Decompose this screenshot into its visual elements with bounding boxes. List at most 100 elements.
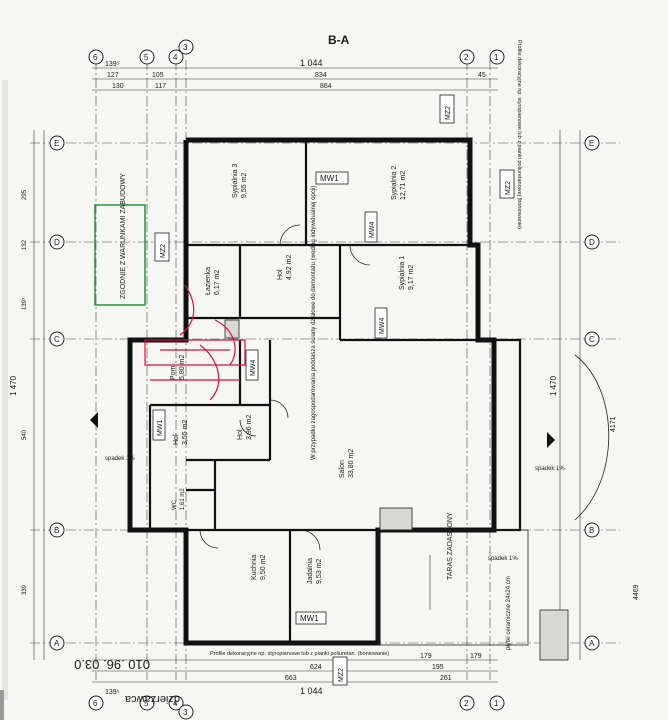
tag-mw4-1: MW4	[369, 222, 376, 238]
tag-mz2-bottom: MZ2	[338, 668, 345, 682]
handwritten-date: 010 .96. 03.0	[74, 657, 150, 672]
grid-right-B: B	[589, 526, 594, 535]
grid-left-A: A	[54, 639, 60, 648]
slope-label-2: spadek 1%	[535, 466, 565, 472]
bottom-total-dim: 1 044	[300, 686, 323, 696]
terrace	[377, 338, 609, 646]
left-dim-5: 339	[22, 584, 28, 595]
room-name-wc: WC	[172, 499, 178, 510]
room-area-wc: 1,61 m2	[180, 488, 186, 510]
grid-right-E: E	[589, 139, 594, 148]
grid-bottom-6: 6	[93, 699, 98, 708]
bottom-dimensions: 1 044 139⁵ 663 261 624 195 179 179	[92, 653, 498, 696]
room-name-hall3: Hol	[237, 429, 244, 440]
grid-left-E: E	[54, 139, 59, 148]
right-side-dim-1: 4171	[610, 416, 617, 432]
room-name-bedroom3: Sypialnia 3	[232, 164, 239, 198]
handwritten-signature: dzierżawca	[124, 693, 180, 705]
terrace-label: TARAS ZADASZONY	[447, 512, 454, 580]
left-total-dim: 1 470	[9, 375, 18, 396]
grid-bubbles-bottom: 6 5 4 3 2 1	[88, 695, 505, 720]
grid-bottom-3: 3	[183, 708, 188, 717]
room-area-bedroom2: 12,71 m2	[400, 171, 407, 200]
grid-bottom-5: 5	[144, 699, 149, 708]
door-swings	[199, 224, 371, 551]
room-area-kitchen: 9,50 m2	[260, 555, 267, 580]
room-name-dining: Jadalnia	[307, 558, 314, 584]
profile-note: Profile dekoracyjne np. styropianowe lub…	[210, 651, 389, 657]
side-dimensions: 1 470 1 470 4171 4469 295 132 139⁵ 540 3…	[9, 130, 640, 660]
room-labels: Sypialnia 3 9,55 m2 Sypialnia 2 12,71 m2…	[170, 164, 415, 584]
right-side-dim-2: 4469	[633, 584, 640, 600]
section-markers	[90, 412, 555, 448]
bottom-dim-2: 663	[285, 675, 297, 682]
notes: W przypadku zagospodarowania poddasza śc…	[105, 40, 565, 657]
grid-left-B: B	[54, 526, 59, 535]
tag-mw1-bottom: MW1	[300, 614, 319, 623]
room-area-bathroom: 6,17 m2	[214, 270, 221, 295]
top-dim-3: 127	[107, 72, 119, 79]
grid-right-A: A	[589, 639, 595, 648]
top-dim-5: 130	[112, 83, 124, 90]
room-area-bedroom1: 9,17 m2	[408, 265, 415, 290]
grid-left-D: D	[54, 238, 60, 247]
grid-bottom-4: 4	[173, 699, 178, 708]
room-area-dining: 9,53 m2	[316, 559, 323, 584]
room-area-storage: 5,80 m2	[179, 355, 186, 380]
bottom-dim-1: 139⁵	[105, 689, 120, 696]
left-dim-2: 132	[22, 239, 28, 250]
scan-marks	[0, 80, 8, 720]
slope-label-3: spadek 1%	[488, 556, 518, 562]
top-dim-8: 45	[478, 72, 486, 79]
stamp-text: ZGODNIE Z WARUNKAMI ZABUDOWY	[120, 173, 127, 299]
room-area-hall1: 4,92 m2	[286, 255, 293, 280]
slope-label-1: spadek 1%	[105, 456, 135, 462]
right-profile-note: Profile dekoracyjne np. styropianowe lub…	[516, 40, 522, 229]
grid-top-5: 5	[144, 53, 149, 62]
room-name-hall1: Hol	[277, 269, 284, 280]
grid-top-6: 6	[93, 53, 98, 62]
top-dim-7: 864	[320, 83, 332, 90]
grid-top-4: 4	[173, 53, 178, 62]
top-dim-4: 105	[152, 72, 164, 79]
tag-mw1-top: MW1	[320, 174, 339, 183]
grid-bottom-1: 1	[494, 699, 499, 708]
room-area-living: 33,80 m2	[348, 449, 355, 478]
grid-left-C: C	[54, 335, 60, 344]
top-dimensions: 1 044 139⁵ 834 127 105 130 117 864 45	[92, 58, 498, 91]
tag-mw1-left: MW1	[157, 420, 164, 436]
bottom-dim-4: 624	[310, 664, 322, 671]
tag-mw4-2: MW4	[379, 318, 386, 334]
top-dim-2: 834	[315, 72, 327, 79]
handwriting: 010 .96. 03.0 dzierżawca	[74, 657, 180, 705]
room-area-bedroom3: 9,55 m2	[241, 173, 248, 198]
bottom-dim-6: 179	[420, 653, 432, 660]
left-dim-4: 540	[22, 429, 28, 440]
red-overlay	[144, 284, 246, 401]
grid-bottom-2: 2	[464, 699, 469, 708]
right-total-dim: 1 470	[549, 375, 558, 396]
grid-bubbles-top: 6 5 4 3 2 1	[88, 39, 505, 65]
grid-top-3: 3	[183, 43, 188, 52]
room-name-kitchen: Kuchnia	[251, 555, 258, 580]
chimney-blocks	[224, 319, 569, 661]
top-total-dim: 1 044	[300, 58, 323, 68]
room-name-bedroom2: Sypialnia 2	[391, 166, 398, 200]
grid-top-1: 1	[494, 53, 499, 62]
tag-mz2-left: MZ2	[160, 244, 167, 258]
top-dim-1: 139⁵	[105, 61, 120, 68]
room-name-hall2: Hol	[173, 434, 180, 445]
tag-mz2-right: MZ2	[505, 181, 512, 195]
interior-walls	[148, 140, 478, 643]
grid-top-2: 2	[464, 53, 469, 62]
tag-mw4-3: MW4	[250, 360, 257, 376]
bottom-dim-3: 261	[440, 675, 452, 682]
room-area-hall3: 3,96 m2	[246, 415, 253, 440]
green-stamp: ZGODNIE Z WARUNKAMI ZABUDOWY	[94, 173, 146, 306]
terrace-note: płytki ceramiczne 24x24 cm	[506, 576, 512, 650]
north-label: B-A	[328, 33, 350, 47]
bottom-dim-5: 195	[432, 664, 444, 671]
room-name-living: Salon	[339, 460, 346, 478]
